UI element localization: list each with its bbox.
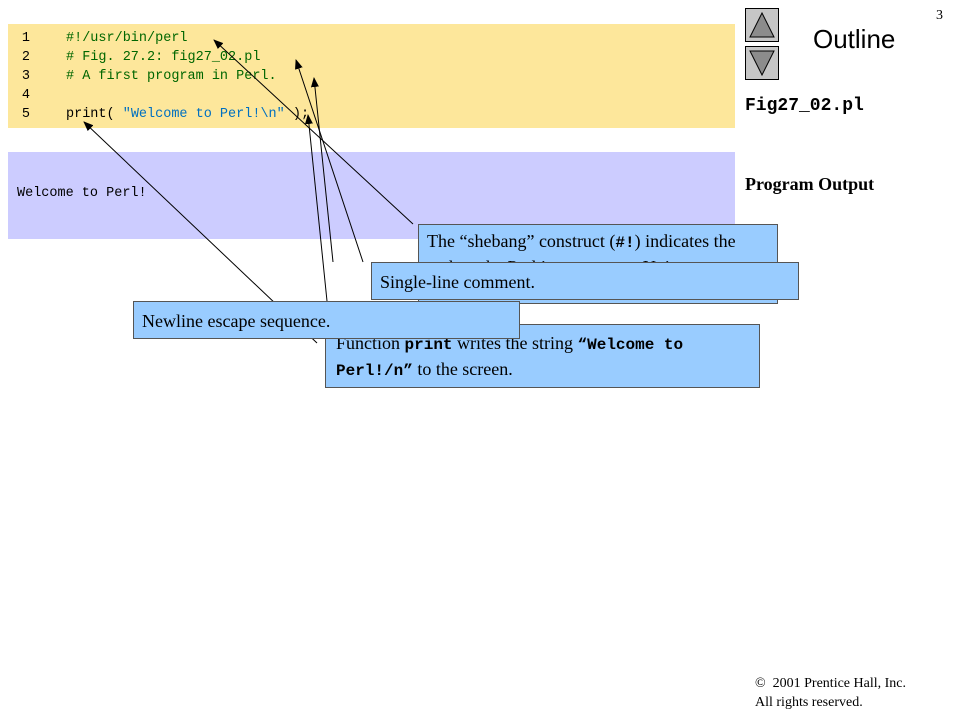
line-number: 5	[21, 107, 30, 122]
line-number: 2	[21, 50, 30, 65]
line-text: print( "Welcome to Perl!\n" );	[66, 105, 309, 124]
print-callout: Function print writes the string “Welcom…	[325, 324, 760, 388]
copyright-line-2: All rights reserved.	[755, 695, 863, 710]
line-number: 4	[21, 88, 30, 103]
outline-label: Outline	[813, 24, 896, 54]
line-number: 3	[21, 69, 30, 84]
line-text: # Fig. 27.2: fig27_02.pl	[66, 50, 261, 65]
line-text: # A first program in Perl.	[66, 69, 277, 84]
code-keyword: print(	[66, 107, 123, 122]
line-number: 1	[21, 31, 30, 46]
line-text: #!/usr/bin/perl	[66, 31, 188, 46]
page-number: 3	[936, 8, 943, 23]
file-name: Fig27_02.pl	[745, 96, 864, 116]
comment-arrow-2	[310, 77, 334, 263]
code-line: 5 print( "Welcome to Perl!\n" );	[8, 105, 735, 124]
comment-callout: Single-line comment.	[371, 262, 799, 300]
output-text: Welcome to Perl!	[17, 186, 147, 201]
code-listing: 1 #!/usr/bin/perl 2 # Fig. 27.2: fig27_0…	[8, 24, 735, 128]
code-line: 4	[8, 86, 735, 105]
previous-slide-button[interactable]	[745, 8, 779, 42]
copyright-symbol: ©	[755, 676, 766, 691]
next-slide-button[interactable]	[745, 46, 779, 80]
shebang-arrow	[213, 39, 414, 225]
code-line: 2 # Fig. 27.2: fig27_02.pl	[8, 48, 735, 67]
copyright: © 2001 Prentice Hall, Inc. All rights re…	[755, 674, 906, 712]
code-line: 3 # A first program in Perl.	[8, 67, 735, 86]
newline-callout: Newline escape sequence.	[133, 301, 520, 339]
copyright-line-1: 2001 Prentice Hall, Inc.	[772, 676, 906, 691]
program-output-label: Program Output	[745, 174, 875, 194]
comment-arrow-1	[295, 59, 364, 263]
code-string: "Welcome to Perl!\n"	[122, 107, 285, 122]
triangle-down-icon	[749, 50, 775, 77]
newline-arrow	[304, 114, 328, 302]
code-line: 1 #!/usr/bin/perl	[8, 29, 735, 48]
triangle-up-icon	[749, 11, 775, 38]
